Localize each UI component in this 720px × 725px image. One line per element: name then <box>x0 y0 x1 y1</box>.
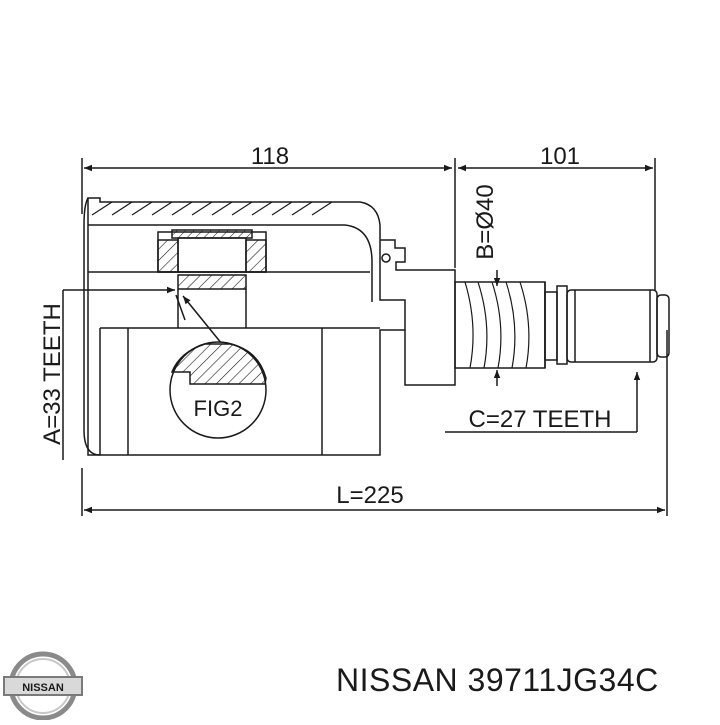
shaft-collar <box>556 285 568 365</box>
shaft-end <box>566 289 658 363</box>
brand-name: NISSAN <box>336 662 459 698</box>
roller-ring <box>171 229 253 239</box>
part-number-label: NISSAN 39711JG34C <box>336 662 659 699</box>
housing-outline <box>87 197 406 456</box>
dimension-225-label: L=225 <box>336 482 403 509</box>
housing-left-curve <box>83 197 101 456</box>
fig2-label: FIG2 <box>194 396 243 421</box>
roller-right-hatch <box>245 239 267 273</box>
diameter-label: B=Ø40 <box>472 184 499 259</box>
part-number: 39711JG34C <box>467 662 659 698</box>
flange-dot <box>381 253 391 263</box>
nissan-logo: NISSAN <box>3 651 83 721</box>
spider-bevel <box>175 294 186 321</box>
dimension-118-label: 118 <box>251 143 289 170</box>
boot-flange <box>380 239 456 386</box>
roller-left-hatch <box>157 239 179 273</box>
outer-teeth-label: A=33 TEETH <box>39 303 66 445</box>
shaft-neck <box>544 291 558 361</box>
fig2-hatched-section <box>170 343 267 385</box>
helical-teeth <box>464 281 530 369</box>
inner-teeth-label: C=27 TEETH <box>469 406 612 433</box>
shaft-tip <box>656 294 670 358</box>
dimension-101-label: 101 <box>540 143 580 170</box>
logo-text: NISSAN <box>22 682 64 694</box>
spider-hatch <box>177 274 247 290</box>
roller-core <box>177 237 247 273</box>
fig2-leader <box>182 295 223 345</box>
housing-inner-curve <box>344 224 373 302</box>
top-ribs <box>91 201 333 216</box>
